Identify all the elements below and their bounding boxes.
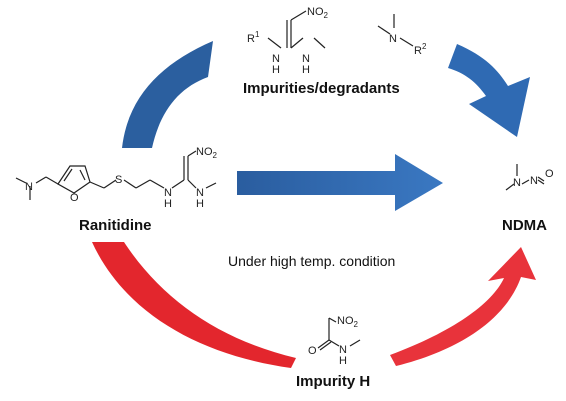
blue-straight-arrow	[237, 154, 443, 211]
condition-label: Under high temp. condition	[228, 253, 396, 269]
blue-arc-right-arrow	[448, 44, 530, 137]
blue-arc-left	[122, 41, 213, 148]
ndma-o-atom: O	[545, 168, 554, 180]
impurities-label: Impurities/degradants	[243, 80, 400, 97]
impurity-h-label: Impurity H	[296, 373, 371, 390]
r1-atom: R1	[247, 30, 260, 45]
ndma-n-atom: N	[513, 177, 521, 189]
n-amine-atom: N	[389, 33, 397, 45]
impurity-h-no2-atom: NO2	[337, 315, 359, 329]
sulfur-atom: S	[115, 174, 122, 186]
impurity-h-o-atom: O	[308, 345, 317, 357]
ranitidine-structure	[15, 150, 217, 200]
r2-atom: R2	[414, 42, 427, 57]
ranitidine-no2-atom: NO2	[196, 146, 218, 160]
ndma-n2-atom: N	[530, 175, 538, 187]
ndma-label: NDMA	[502, 217, 547, 234]
ranitidine-label: Ranitidine	[79, 217, 152, 234]
ndma-structure	[505, 164, 545, 191]
dimethylamine-structure	[377, 14, 414, 47]
no2-top-atom: NO2	[307, 6, 329, 20]
ranitidine-n-atom: N	[25, 181, 33, 193]
impurity-h-structure	[317, 317, 361, 351]
furan-o-atom: O	[70, 192, 79, 204]
nitroethenediamine-structure	[267, 10, 326, 49]
red-arc-right-arrow	[390, 247, 536, 366]
red-arc-left	[92, 242, 296, 368]
